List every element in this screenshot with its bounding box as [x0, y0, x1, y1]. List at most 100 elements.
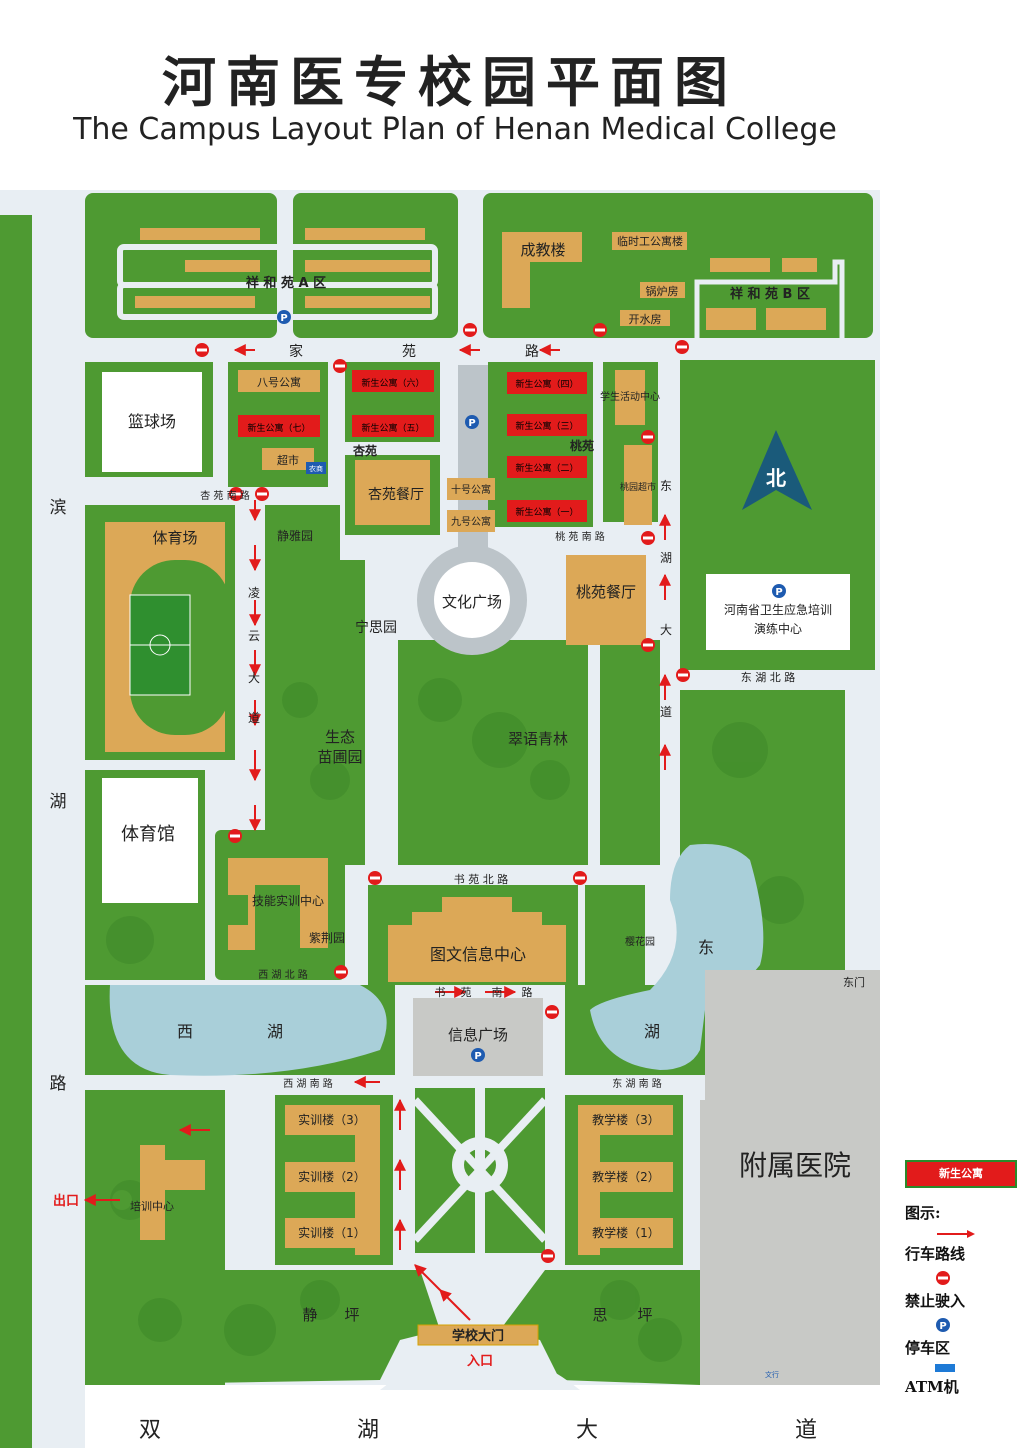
road-lingyun-3: 大	[248, 671, 260, 685]
north-arrow	[742, 430, 812, 510]
legend-atm: ATM机	[905, 1378, 959, 1396]
label-tuwen: 图文信息中心	[430, 945, 526, 964]
campus-map: P	[0, 190, 880, 1448]
road-lingyun-2: 云	[248, 629, 260, 643]
legend: 新生公寓 图示: 行车路线 禁止驶入 P 停车区 ATM机	[905, 1160, 1020, 1397]
label-weisheng-2: 演练中心	[754, 621, 802, 636]
label-siping-1: 思	[592, 1306, 607, 1324]
label-fushu: 附属医院	[739, 1149, 851, 1182]
east-lake	[590, 844, 764, 1070]
legend-title: 图示:	[905, 1204, 941, 1222]
label-ningsi: 宁思园	[355, 619, 397, 636]
label-kaishui: 开水房	[629, 313, 662, 326]
road-shuyuannan-2: 苑	[461, 986, 472, 999]
road-donghu-3: 大	[660, 623, 672, 637]
label-lanqiu: 篮球场	[128, 412, 176, 431]
road-xihubei: 西 湖 北 路	[258, 968, 308, 981]
label-shihao: 十号公寓	[451, 483, 491, 496]
label-xihu-2: 湖	[267, 1022, 283, 1041]
label-xiangheB: 祥 和 苑 B 区	[730, 286, 810, 302]
road-donghu-1: 东	[660, 479, 672, 493]
label-xin4: 新生公寓（四）	[515, 378, 578, 390]
route-arrow-icon	[937, 1230, 975, 1238]
svg-text:P: P	[939, 1321, 946, 1332]
gymnasium	[102, 778, 198, 903]
label-xin6: 新生公寓（六）	[361, 377, 424, 389]
main-gate	[417, 1324, 539, 1346]
label-shixun3: 实训楼（3）	[298, 1112, 366, 1127]
road-shuanghu-3: 大	[576, 1418, 598, 1443]
label-taoyuan-canting: 桃苑餐厅	[576, 583, 636, 601]
info-square	[413, 998, 543, 1076]
drive-routes	[83, 344, 671, 1321]
label-zijing: 紫荆园	[309, 931, 345, 945]
road-shuanghu-1: 双	[139, 1418, 161, 1443]
road-binhu-2: 湖	[50, 792, 67, 812]
road-donghunan: 东 湖 南 路	[612, 1077, 662, 1090]
dorms	[238, 370, 587, 522]
road-taoyuannan: 桃 苑 南 路	[555, 530, 605, 543]
road-shuyuanbei: 书 苑 北 路	[454, 873, 509, 886]
label-linshi: 临时工公寓楼	[617, 234, 683, 248]
road-shuyuannan-1: 书	[435, 986, 446, 999]
road-xihunan: 西 湖 南 路	[283, 1077, 333, 1090]
road-lingyun-1: 凌	[248, 586, 260, 600]
road-shuanghu-2: 湖	[357, 1418, 379, 1443]
label-chaoshi: 超市	[277, 453, 299, 467]
road-xingyuannan: 杏 苑 南 路	[200, 489, 250, 502]
label-bei: 北	[766, 466, 786, 490]
legend-route: 行车路线	[905, 1245, 966, 1263]
map-labels: 成教楼 临时工公寓楼 锅炉房 开水房 祥 和 苑 A 区 祥 和 苑 B 区 篮…	[53, 234, 865, 1379]
label-xin7: 新生公寓（七）	[247, 422, 310, 434]
label-chukou: 出口	[53, 1193, 79, 1209]
road-shuyuannan-4: 路	[522, 986, 533, 999]
xianghe-a-buildings	[135, 228, 430, 308]
label-xin2: 新生公寓（二）	[515, 462, 578, 474]
label-tiyuguan: 体育馆	[121, 824, 175, 845]
road-donghubei: 东 湖 北 路	[741, 671, 796, 684]
no-entry-icon	[936, 1271, 950, 1285]
road-taoyuan: 桃苑	[570, 438, 594, 453]
label-siping-2: 坪	[637, 1306, 652, 1324]
road-jiayuan-1: 家	[289, 343, 303, 360]
label-damen: 学校大门	[452, 1328, 504, 1344]
label-jiaoxue3: 教学楼（3）	[592, 1112, 660, 1127]
hospital-area	[700, 970, 880, 1385]
label-jingping-1: 静	[302, 1306, 317, 1324]
label-guolu: 锅炉房	[646, 285, 679, 298]
road-shuanghu-4: 道	[795, 1418, 817, 1443]
label-cuiyu: 翠语青林	[508, 730, 568, 748]
label-atm: 文行	[765, 1370, 779, 1379]
label-jiaoxue1: 教学楼（1）	[592, 1225, 660, 1240]
road-donghu-4: 道	[660, 705, 672, 719]
label-shengtai-2: 苗圃园	[317, 748, 362, 766]
label-jingya: 静雅园	[277, 528, 313, 543]
road-jiayuan-3: 路	[525, 344, 539, 360]
legend-noentry: 禁止驶入	[905, 1292, 966, 1310]
label-shengtai-1: 生态	[325, 728, 355, 746]
label-tiyuchang: 体育场	[152, 529, 197, 547]
road-jiayuan-2: 苑	[402, 344, 416, 360]
label-shixun1: 实训楼（1）	[298, 1225, 366, 1240]
label-weisheng-1: 河南省卫生应急培训	[724, 602, 832, 617]
label-chengjiao: 成教楼	[520, 241, 565, 259]
road-donghu-2: 湖	[660, 550, 672, 565]
label-donghu-2: 湖	[644, 1022, 660, 1041]
page-title: 河南医专校园平面图	[162, 51, 738, 114]
label-xihu-1: 西	[177, 1022, 193, 1041]
label-ba: 八号公寓	[257, 375, 301, 389]
label-xin3: 新生公寓（三）	[515, 420, 578, 432]
road-shuyuannan-3: 南	[492, 986, 503, 999]
label-huodong: 学生活动中心	[600, 390, 660, 403]
label-jiuhao: 九号公寓	[451, 515, 491, 528]
label-yinghua: 樱花园	[625, 935, 655, 948]
parking-icon: P	[936, 1318, 950, 1332]
legend-parking: 停车区	[905, 1339, 951, 1357]
label-nongshang: 农商	[309, 464, 323, 473]
label-taoyuan-chaoshi: 桃园超市	[620, 481, 656, 493]
label-rukou: 入口	[467, 1354, 493, 1369]
road-xingyuan-north: 杏苑	[352, 443, 377, 458]
label-xiangheA: 祥 和 苑 A 区	[246, 275, 326, 291]
label-xin5: 新生公寓（五）	[361, 422, 424, 434]
label-jiaoxue2: 教学楼（2）	[592, 1169, 660, 1184]
